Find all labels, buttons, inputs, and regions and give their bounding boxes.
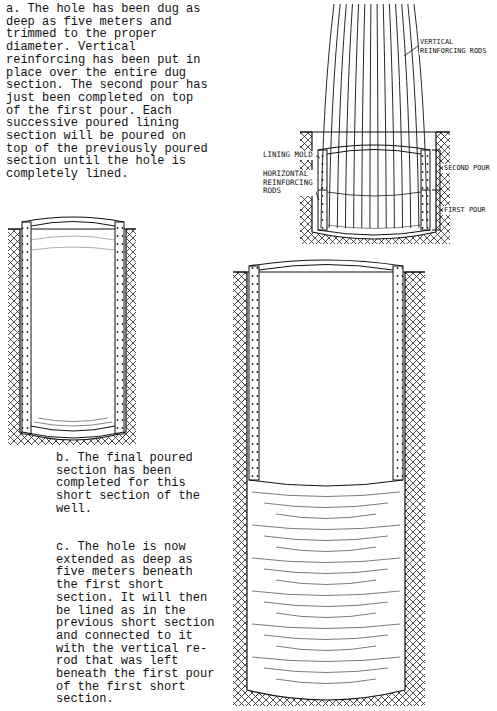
hole-wall-texture (276, 547, 376, 552)
reinforcing-rod (383, 4, 386, 228)
hole-wall-texture (252, 492, 400, 497)
figure-c (233, 260, 425, 706)
caption-text: a. The hole has been dug as deep as five… (6, 3, 212, 181)
hole-wall-texture (252, 624, 400, 629)
caption-text: c. The hole is now extended as deep as f… (56, 541, 218, 706)
hole-wall-texture (276, 613, 376, 618)
hole-wall-texture (264, 668, 388, 673)
hole-wall-texture (276, 514, 376, 519)
hole-wall-texture (264, 635, 388, 640)
part-label: FIRST POUR (443, 206, 496, 215)
hole-wall-texture (264, 536, 388, 541)
caption-text: b. The final poured section has been com… (56, 452, 206, 516)
hole-wall-texture (252, 558, 400, 563)
reinforcing-rod (389, 4, 394, 228)
reinforcing-rod (370, 4, 371, 228)
part-label: LINING MOLD (262, 151, 316, 160)
hole-wall-texture (276, 580, 376, 585)
hole-wall-texture (264, 602, 388, 607)
reinforcing-rod (362, 4, 365, 228)
hole-wall-texture (252, 657, 400, 662)
hole-wall-texture (252, 525, 400, 530)
reinforcing-rod (396, 4, 403, 228)
reinforcing-rod (402, 4, 411, 228)
reinforcing-rod (377, 4, 378, 228)
hole-wall-texture (276, 646, 376, 651)
reinforcing-rod (337, 4, 346, 228)
hole-wall-texture (276, 679, 376, 684)
part-label: SECOND POUR (443, 164, 496, 173)
part-label: VERTICAL REINFORCING RODS (419, 38, 495, 55)
hole-wall-texture (264, 503, 388, 508)
reinforcing-rod (329, 4, 340, 228)
figure-b (8, 217, 136, 445)
part-label: HORIZONTAL REINFORCING RODS (262, 170, 316, 196)
reinforcing-rod (354, 4, 359, 228)
reinforcing-rod (345, 4, 352, 228)
hole-wall-texture (252, 591, 400, 596)
hole-wall-texture (264, 569, 388, 574)
